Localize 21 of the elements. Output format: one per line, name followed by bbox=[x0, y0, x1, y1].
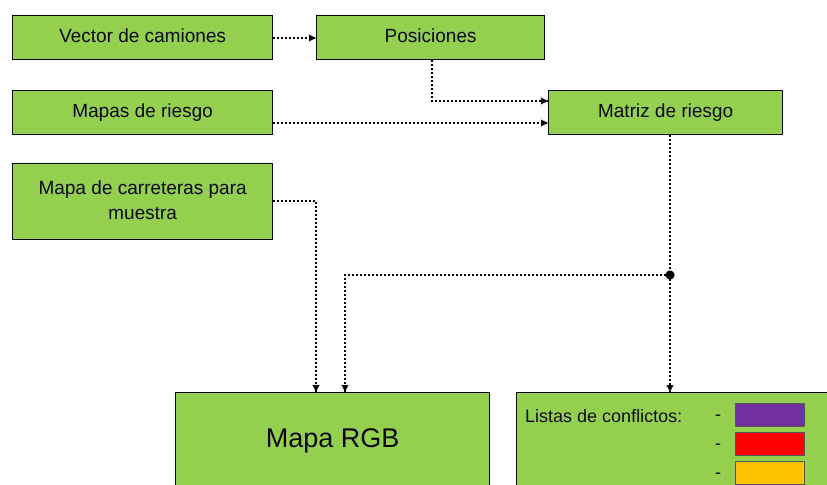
process-box bbox=[175, 392, 490, 485]
process-box bbox=[12, 90, 273, 135]
process-box bbox=[516, 392, 827, 485]
box-label: Vector de camiones bbox=[58, 25, 227, 50]
box-label: Mapas de riesgo bbox=[71, 100, 214, 124]
process-box bbox=[12, 163, 273, 240]
dotted-arrow bbox=[273, 200, 320, 392]
process-box bbox=[548, 90, 783, 135]
process-box bbox=[316, 15, 545, 60]
box-label: Mapa de carreteras para muestra bbox=[37, 176, 248, 226]
process-box bbox=[12, 15, 273, 60]
list-dash: - bbox=[715, 432, 721, 456]
box-label: Matriz de riesgo bbox=[596, 100, 734, 124]
dotted-arrow bbox=[431, 60, 548, 104]
dotted-arrow bbox=[273, 120, 548, 126]
box-label: Posiciones bbox=[384, 25, 478, 50]
list-title: Listas de conflictos: bbox=[525, 405, 682, 428]
list-dash: - bbox=[715, 461, 721, 484]
box-label: Mapa RGB bbox=[264, 422, 400, 455]
dotted-arrow bbox=[273, 34, 316, 42]
list-dash: - bbox=[715, 403, 721, 426]
